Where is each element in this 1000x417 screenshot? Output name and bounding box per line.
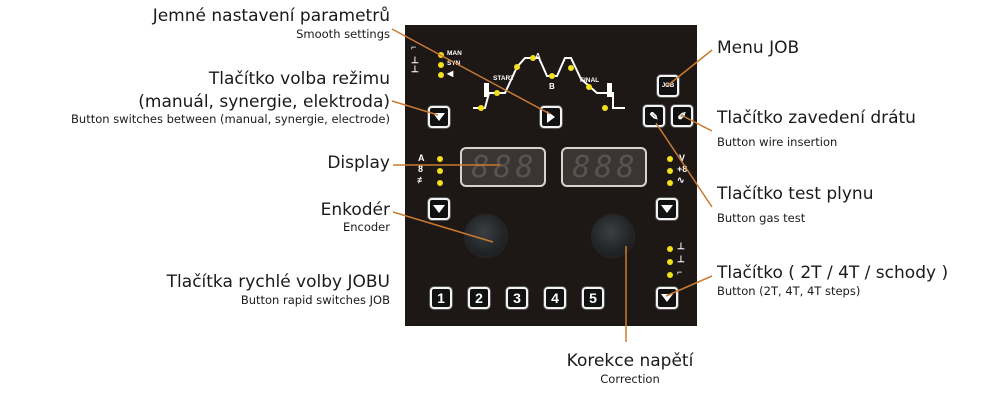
mode-select-button[interactable] [428,106,450,128]
arrow-down-icon [661,205,673,213]
leader-mode [391,100,439,116]
trigger-mode-title: Tlačítko ( 2T / 4T / schody ) [717,263,949,283]
digit: 8 [515,149,535,185]
curve-point [478,105,484,111]
job-key-2[interactable]: 2 [468,287,490,309]
curve-label-b: B [549,82,555,91]
final-torch-icon [607,83,612,97]
digit: 8 [572,149,592,185]
wire-speed-icon: 8 [418,164,424,174]
smooth-settings-button[interactable] [540,106,562,128]
led-voltage [667,156,673,162]
digit: 8 [471,149,491,185]
inductance-icon: +8 [677,164,688,174]
correction-knob[interactable] [592,215,634,257]
leader-gas [655,122,713,208]
mode-button-title: Tlačítko volba režimu [208,69,390,89]
gas-test-button[interactable]: ✎ [643,105,665,127]
curve-point [494,90,500,96]
curve-point [602,105,608,111]
display-left: 8 8 8 [460,147,546,187]
start-torch-icon [484,83,489,97]
encoder-title: Enkodér [320,200,390,220]
mode-button-subtitle: Button switches between (manual, synergi… [71,112,390,126]
unit-a: A [418,153,425,163]
leader-encoder [392,211,494,243]
wire-feed-icon: ✐ [677,110,687,123]
rapid-job-subtitle: Button rapid switches JOB [240,293,390,307]
thickness-icon: ≢ [417,175,426,185]
wire-insertion-title: Tlačítko zavedení drátu [717,108,916,128]
job-key-4[interactable]: 4 [544,287,566,309]
leader-trigger [665,275,713,297]
job-key-5[interactable]: 5 [582,287,604,309]
gas-torch-icon: ✎ [649,110,659,123]
encoder-subtitle: Encoder [342,220,390,234]
steps-icon: ⌐ [677,267,683,277]
synergic-icon: ⊥ [411,55,419,65]
trigger-mode-subtitle: Button (2T, 4T, 4T steps) [717,284,861,298]
leader-smooth [391,28,551,115]
led-wire-speed [437,168,443,174]
rapid-job-title: Tlačítka rychlé volby JOBU [166,272,390,292]
4t-icon: ⊥ [677,254,685,264]
mode-button-options: (manuál, synergie, elektroda) [138,92,390,112]
mode-label-man: MAN [447,50,462,57]
arc-dynamics-icon: ∿ [677,175,685,185]
curve-point [568,65,574,71]
curve-point [549,73,555,79]
curve-label-final: FINAL [580,77,600,84]
led-current [437,156,443,162]
led-arc-dynamics [667,180,673,186]
leader-wire [680,114,713,132]
right-param-button[interactable] [656,198,678,220]
arrow-down-icon [661,294,673,302]
correction-subtitle: Correction [600,372,660,386]
curve-label-start: START [493,75,515,82]
wire-insertion-subtitle: Button wire insertion [717,135,838,149]
display-right: 8 8 8 [561,147,647,187]
arrow-right-icon [547,111,555,123]
digit: 8 [616,149,636,185]
leader-menu-job [666,49,713,87]
mode-label-syn: SYN [447,60,461,67]
smooth-settings-title: Jemné nastavení parametrů [152,6,390,26]
job-key-3[interactable]: 3 [506,287,528,309]
curve-point [514,64,520,70]
digit: 8 [493,149,513,185]
job-key-1[interactable]: 1 [430,287,452,309]
led-thickness [437,180,443,186]
display-title: Display [327,153,390,173]
welding-curve [473,55,625,111]
control-panel: ⌐ ⊥ ⊥ MAN SYN ◀ START A B FINAL JOB ✎ ✐ … [405,25,697,326]
electrode-icon: ⊥ [411,64,419,74]
led-2t [667,246,673,252]
digit: 8 [594,149,614,185]
arrow-down-icon [433,113,445,121]
led-syn [438,62,444,68]
gas-test-subtitle: Button gas test [717,211,806,225]
wire-insertion-button[interactable]: ✐ [671,105,693,127]
gas-test-title: Tlačítko test plynu [717,184,874,204]
curve-point [530,55,536,61]
mig-torch-icon: ⌐ [411,42,417,52]
arrow-down-icon [433,205,445,213]
curve-point [586,84,592,90]
led-4t-steps [667,272,673,278]
curve-label-a: A [535,52,541,61]
2t-icon: ⊥ [677,241,685,251]
smooth-settings-subtitle: Smooth settings [296,27,390,41]
led-4t [667,259,673,265]
led-electrode [438,72,444,78]
unit-v: V [679,153,686,163]
menu-job-title: Menu JOB [717,38,800,58]
electrode-mode-icon: ◀ [447,69,454,78]
left-param-button[interactable] [428,198,450,220]
correction-title: Korekce napětí [566,351,694,371]
led-inductance [667,168,673,174]
